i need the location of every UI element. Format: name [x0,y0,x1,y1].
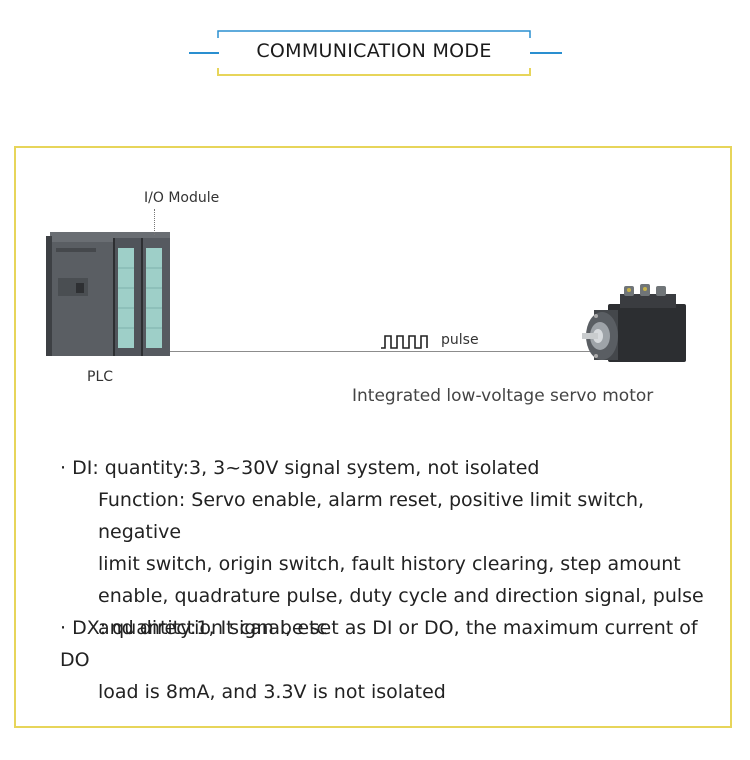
title-left-rule [189,52,219,54]
io-module-label: I/O Module [144,190,220,206]
signal-line [170,351,594,352]
motor-caption: Integrated low-voltage servo motor [352,386,654,406]
title-right-rule [530,52,562,54]
plc-image [46,232,170,356]
di-spec-line: enable, quadrature pulse, duty cycle and… [98,585,704,607]
content-panel [14,146,732,728]
di-spec-line: and direction signal, etc [98,617,327,639]
di-spec-line: Function: Servo enable, alarm reset, pos… [98,489,645,543]
dx-spec-line: load is 8mA, and 3.3V is not isolated [98,681,446,703]
dx-spec: · DX: quantity:1, It can be set as DI or… [60,612,720,708]
pulse-label: pulse [441,332,479,348]
pulse-waveform-icon [381,335,428,349]
di-spec: · DI: quantity:3, 3~30V signal system, n… [60,452,720,644]
title-frame [217,30,531,76]
plc-label: PLC [87,369,114,385]
page-title: COMMUNICATION MODE [256,40,492,62]
io-module-pointer [154,209,155,235]
di-spec-heading: · DI: quantity:3, 3~30V signal system, n… [60,457,540,479]
servo-motor-image [582,284,686,362]
di-spec-line: limit switch, origin switch, fault histo… [98,553,681,575]
dx-spec-heading: · DX: quantity:1, It can be set as DI or… [60,617,698,671]
